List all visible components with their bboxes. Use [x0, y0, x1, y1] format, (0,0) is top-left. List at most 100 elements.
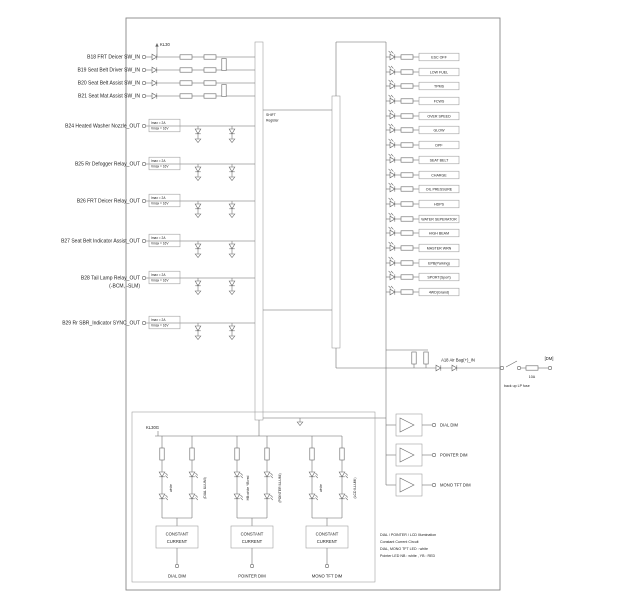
output-current-note: Imax = 2A [151, 236, 166, 240]
regulator-label-1: SHIFT [266, 113, 276, 117]
fuse-rating: 10A [529, 375, 536, 379]
module-border [125, 17, 501, 591]
indicator-label: CHARGE [431, 173, 447, 177]
dim-pin [324, 563, 330, 569]
cc-label-2: CURRENT [242, 539, 263, 544]
indicator-label: EPB(Parking) [428, 261, 450, 265]
bottom-dim-label: MONO TFT DIM [312, 574, 343, 579]
pin-label-b25: B25 Rr Defogger Relay_OUT [75, 162, 140, 168]
vertical-bus-1 [254, 41, 264, 421]
supply-tag: [DM] [545, 356, 554, 361]
ground-icon [296, 421, 304, 426]
supply-pin [547, 365, 553, 371]
illumination-section: KL30G white (DIAL ILLUMI) HB:white YB:re… [131, 411, 376, 583]
pin-label-a18: A18 Air Bag(+)_IN [441, 358, 475, 363]
pin-label-b28-sub: (-BCM, -SLM) [109, 284, 140, 290]
pull-resistor [221, 58, 227, 71]
cc-label-2: CURRENT [317, 539, 338, 544]
indicator-label: MASTER WRN [427, 246, 452, 250]
indicator-label: OVER SPEED [427, 114, 451, 118]
dim-output-label: DIAL DIM [440, 423, 459, 428]
pin-label-b18: B18 FRT Deicer SW_IN [87, 55, 140, 61]
dim-pin [175, 563, 179, 569]
fuse-note: back up LP fuse [504, 384, 530, 388]
kl30-label: KL30 [160, 42, 170, 47]
output-current-note: Imax = 2A [151, 273, 166, 277]
arrow-up-icon [155, 43, 159, 47]
indicator-label: GLOW [434, 128, 446, 132]
output-current-note: Imax = 2A [151, 121, 166, 125]
pointer-illumi-label: (POINTER ILLUMI) [278, 473, 282, 502]
indicator-label: SEAT BELT [430, 158, 450, 162]
regulator-label-2: Register [266, 119, 279, 123]
pin-label-b19: B19 Seat Belt Driver SW_IN [77, 68, 140, 74]
bottom-dim-label: POINTER DIM [238, 574, 266, 579]
dim-output-label: POINTER DIM [440, 453, 468, 458]
fuse-icon [525, 365, 539, 371]
output-current-note: Imax = 2A [151, 318, 166, 322]
pin-label-b21: B21 Seat Mat Assist SW_IN [78, 94, 140, 100]
indicator-label: FCWS [434, 99, 445, 103]
pointer-color-note: HB:white YB:red [246, 475, 250, 500]
pin-label-b29: B29 Rr SBR_Indicator SYNC_OUT [62, 321, 140, 327]
notes-section: DIAL / POINTER / LCD Illumination Consta… [380, 533, 436, 558]
indicator-label: HIGH BEAM [429, 231, 449, 235]
cc-label-2: CURRENT [167, 539, 188, 544]
indicator-label: OIL PRESSURE [426, 187, 453, 191]
pin-label-b26: B26 FRT Deicer Relay_OUT [77, 199, 140, 205]
output-voltage-note: Vmax = 16V [151, 323, 169, 327]
illumination-box [131, 411, 376, 583]
dim-buffer-section: DIAL DIM POINTER DIM MONO TFT DIM [386, 414, 471, 496]
output-voltage-note: Vmax = 16V [151, 278, 169, 282]
switch-pin [516, 365, 522, 371]
output-voltage-note: Vmax = 16V [151, 201, 169, 205]
buffer-icon [386, 414, 436, 436]
indicator-label: WATER SEPERATOR [421, 217, 457, 221]
dim-output-label: MONO TFT DIM [440, 483, 471, 488]
airbag-section: A18 Air Bag(+)_IN 10A back up LP fuse [D… [335, 348, 554, 388]
pin-label-b20: B20 Seat Belt Assist SW_IN [78, 81, 141, 87]
indicator-label: 4WD(Grand) [429, 290, 449, 294]
border-pin [499, 365, 505, 371]
led-color-note: white [169, 484, 173, 492]
cc-label-1: CONSTANT [241, 532, 264, 537]
bottom-dim-label: DIAL DIM [168, 574, 187, 579]
dim-pin [250, 563, 254, 569]
led-color-note: white [319, 484, 323, 492]
output-voltage-note: Vmax = 16V [151, 241, 169, 245]
vertical-bus-2 [331, 95, 341, 349]
indicator-label: ESC OFF [431, 55, 447, 59]
output-current-note: Imax = 2A [151, 159, 166, 163]
pin-label-b28: B28 Tail Lamp Relay_OUT [81, 276, 140, 282]
indicator-label: TPMS [434, 84, 445, 88]
cc-label-1: CONSTANT [316, 532, 339, 537]
note-line: DIAL / POINTER / LCD Illumination [380, 533, 436, 537]
diode-icon [451, 364, 458, 372]
buffer-icon [386, 474, 436, 496]
indicator-label: HDPS [434, 202, 445, 206]
pin-label-b24: B24 Heated Washer Nozzle_OUT [65, 124, 140, 130]
dial-illumi-label: (DIAL ILLUMI) [203, 477, 207, 499]
cc-label-1: CONSTANT [166, 532, 189, 537]
constant-current-box [305, 525, 349, 549]
constant-current-box [230, 525, 274, 549]
output-section: B24 Heated Washer Nozzle_OUT B25 Rr Defo… [61, 119, 255, 339]
note-line: Pointer LED NB : white , YB : RED [380, 554, 435, 558]
note-line: Constant Current Circuit [380, 540, 419, 544]
indicator-label: LOW FUEL [430, 70, 448, 74]
pull-resistor [221, 84, 227, 97]
constant-current-box [155, 525, 199, 549]
bus-section: SHIFT Register [254, 41, 387, 485]
buffer-icon [386, 444, 436, 466]
output-voltage-note: Vmax = 16V [151, 126, 169, 130]
output-current-note: Imax = 2A [151, 196, 166, 200]
indicator-label: DPF [435, 143, 443, 147]
kl30g-label: KL30G [146, 425, 159, 430]
diode-icon [435, 364, 442, 372]
indicator-label: SPORT(Sport) [427, 275, 450, 279]
input-section: KL30 B18 FRT Deicer SW_IN B19 Seat Belt … [77, 42, 255, 100]
output-voltage-note: Vmax = 16V [151, 164, 169, 168]
indicator-section: ESC OFF LOW FUEL TPMS FCWS OVER SPEED GL… [386, 51, 459, 296]
